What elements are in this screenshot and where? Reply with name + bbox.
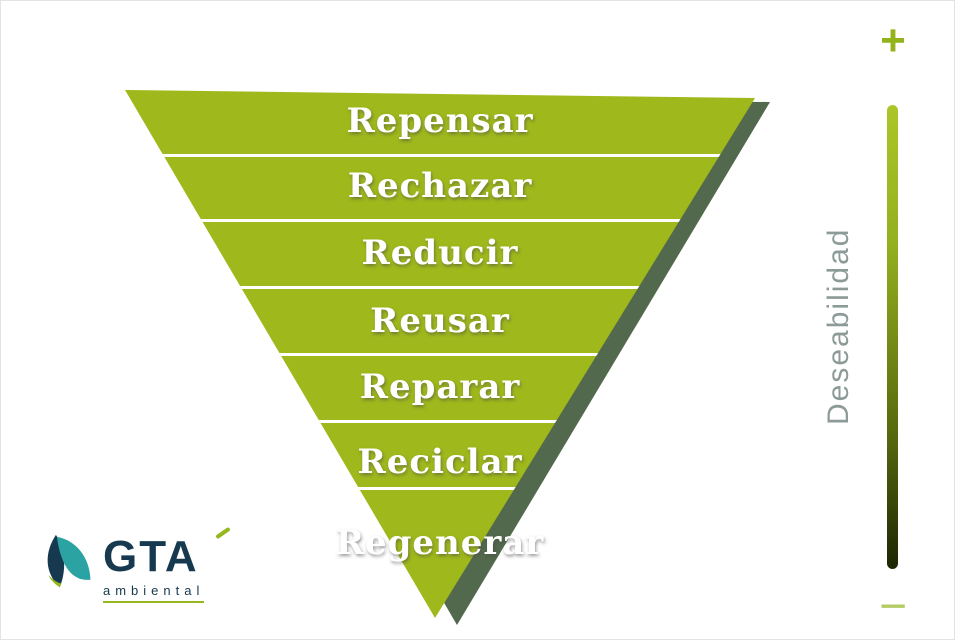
- divider-line: [125, 154, 755, 157]
- desirability-gradient-bar: [887, 105, 898, 569]
- minus-sign: −: [878, 580, 908, 633]
- plus-sign: +: [880, 16, 906, 65]
- funnel-level-label: Regenerar: [335, 523, 545, 563]
- leaf-icon: [47, 534, 91, 588]
- divider-line: [125, 420, 755, 423]
- logo-name: GTA: [103, 532, 199, 581]
- divider-line: [125, 487, 755, 490]
- divider-line: [125, 353, 755, 356]
- funnel-level-label: Reparar: [359, 367, 521, 407]
- funnel-level-label: Repensar: [346, 101, 534, 141]
- funnel-level-label: Reciclar: [357, 442, 523, 482]
- funnel-level-label: Rechazar: [347, 166, 533, 206]
- divider-line: [125, 219, 755, 222]
- logo-subtitle: ambiental: [103, 583, 205, 603]
- logo: GTA ambiental: [41, 526, 231, 603]
- logo-text-column: GTA ambiental: [103, 526, 231, 603]
- desirability-axis-label: Deseabilidad: [822, 227, 855, 425]
- funnel-level-label: Reusar: [370, 301, 510, 341]
- divider-line: [125, 286, 755, 289]
- funnel-level-label: Reducir: [361, 233, 519, 273]
